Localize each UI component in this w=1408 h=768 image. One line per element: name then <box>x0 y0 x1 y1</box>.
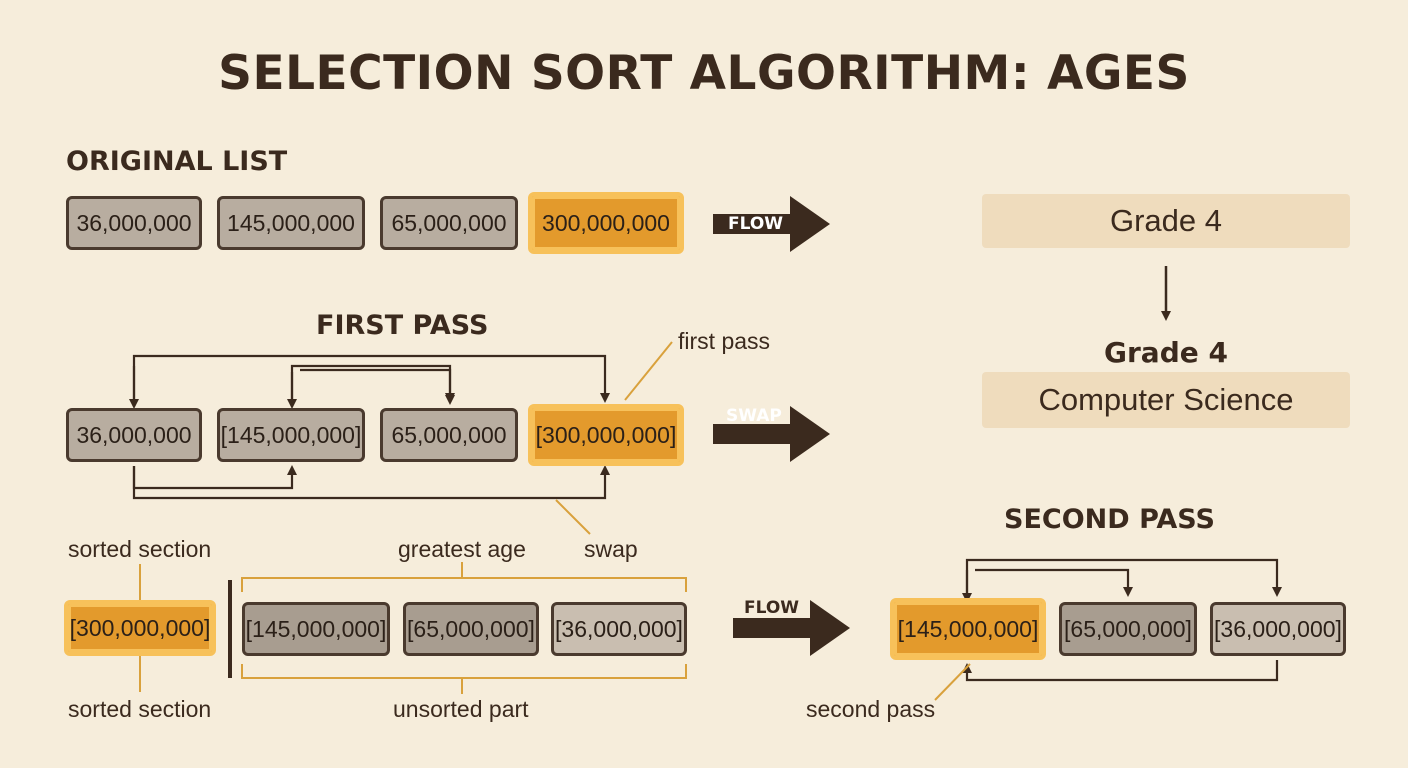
first-pass-item-1: 36,000,000 <box>66 408 202 462</box>
page-title: SELECTION SORT ALGORITHM: AGES <box>218 46 1190 101</box>
second-pass-item-3: [36,000,000] <box>1210 602 1346 656</box>
first-pass-callout: first pass <box>678 328 771 354</box>
swap-callout: swap <box>584 536 638 562</box>
sorted-section-label-top: sorted section <box>68 536 212 562</box>
unsorted-item-1: [145,000,000] <box>242 602 390 656</box>
unsorted-part-label: unsorted part <box>393 696 529 722</box>
grade-bold-label: Grade 4 <box>1104 336 1228 369</box>
flow-label-1: FLOW <box>728 214 784 234</box>
swap-arrow <box>713 406 830 462</box>
unsorted-item-2: [65,000,000] <box>403 602 539 656</box>
flow-arrow-2 <box>733 600 850 656</box>
swap-callout-line <box>555 499 591 535</box>
first-pass-inner-bottom-line <box>132 465 297 490</box>
first-pass-inner-top-line <box>290 364 455 404</box>
swap-label: SWAP <box>726 406 782 426</box>
first-pass-outer-bottom-line <box>132 465 610 500</box>
unsorted-item-3: [36,000,000] <box>551 602 687 656</box>
greatest-age-label: greatest age <box>398 536 526 562</box>
grade-panel-top: Grade 4 <box>982 194 1350 248</box>
original-list-heading: ORIGINAL LIST <box>66 146 288 177</box>
first-pass-callout-line <box>624 341 673 401</box>
sorted-item: [300,000,000] <box>64 600 216 656</box>
swap-label-text: SWAP <box>726 406 782 426</box>
original-item-2: 145,000,000 <box>217 196 365 250</box>
first-pass-item-3: 65,000,000 <box>380 408 518 462</box>
flow-label-2: FLOW <box>744 598 800 618</box>
second-pass-heading: SECOND PASS <box>1004 504 1215 535</box>
first-pass-outer-top-line <box>132 354 610 404</box>
subject-panel: Computer Science <box>982 372 1350 428</box>
second-pass-item-2: [65,000,000] <box>1059 602 1197 656</box>
original-item-4-highlight: 300,000,000 <box>528 192 684 254</box>
second-pass-item-1-highlight: [145,000,000] <box>890 598 1046 660</box>
flow-arrow-1 <box>713 196 830 252</box>
second-pass-callout: second pass <box>806 696 936 722</box>
original-item-1: 36,000,000 <box>66 196 202 250</box>
first-pass-item-2: [145,000,000] <box>217 408 365 462</box>
first-pass-heading: FIRST PASS <box>316 310 489 341</box>
sorted-section-label-bottom: sorted section <box>68 696 212 722</box>
original-item-3: 65,000,000 <box>380 196 518 250</box>
second-pass-callout-line <box>934 663 971 701</box>
first-pass-item-4-highlight: [300,000,000] <box>528 404 684 466</box>
